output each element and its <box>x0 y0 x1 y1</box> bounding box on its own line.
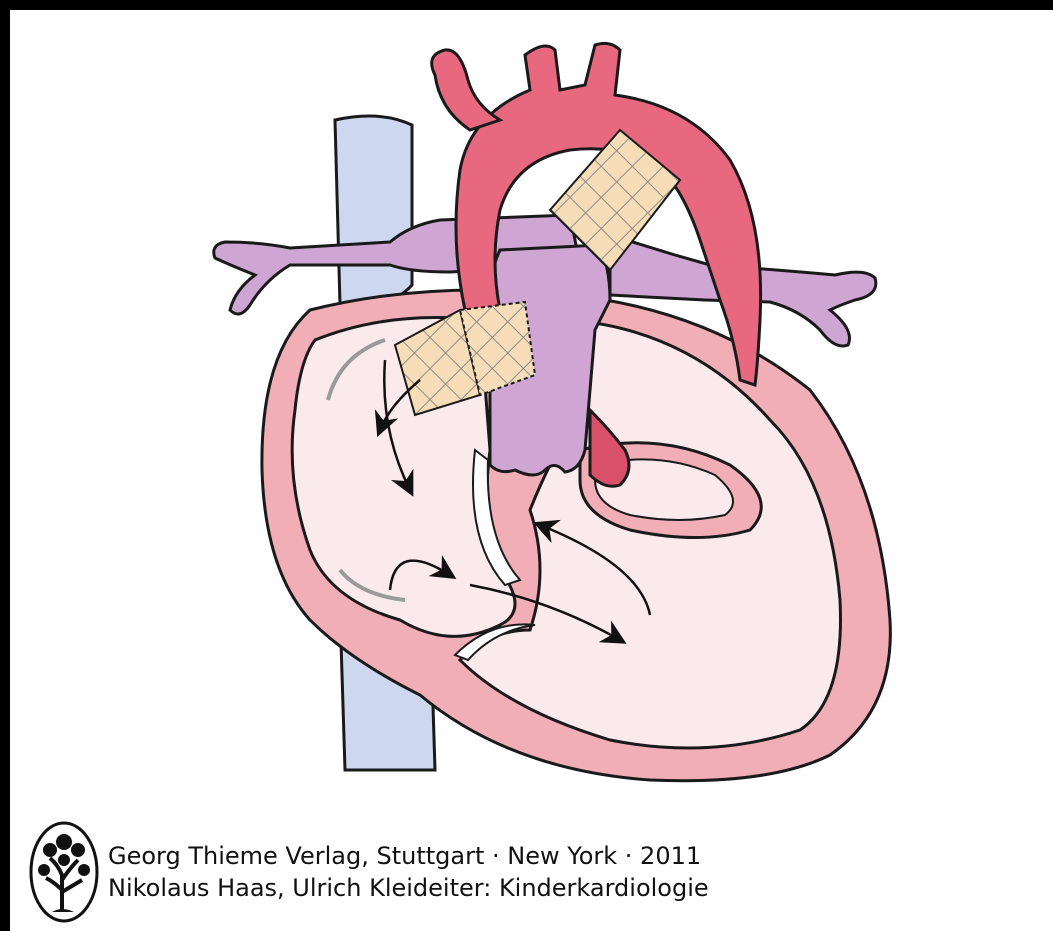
authors-line: Nikolaus Haas, Ulrich Kleideiter: Kinder… <box>108 872 709 904</box>
heart-illustration <box>10 10 1053 931</box>
vena-cava <box>335 116 412 306</box>
figure-frame: Georg Thieme Verlag, Stuttgart · New Yor… <box>10 10 1053 931</box>
credit-text: Georg Thieme Verlag, Stuttgart · New Yor… <box>108 840 709 904</box>
tree-logo-icon <box>28 820 100 924</box>
aorta-left-branch <box>432 50 500 130</box>
publisher-credits: Georg Thieme Verlag, Stuttgart · New Yor… <box>28 818 709 926</box>
publisher-line: Georg Thieme Verlag, Stuttgart · New Yor… <box>108 840 709 872</box>
